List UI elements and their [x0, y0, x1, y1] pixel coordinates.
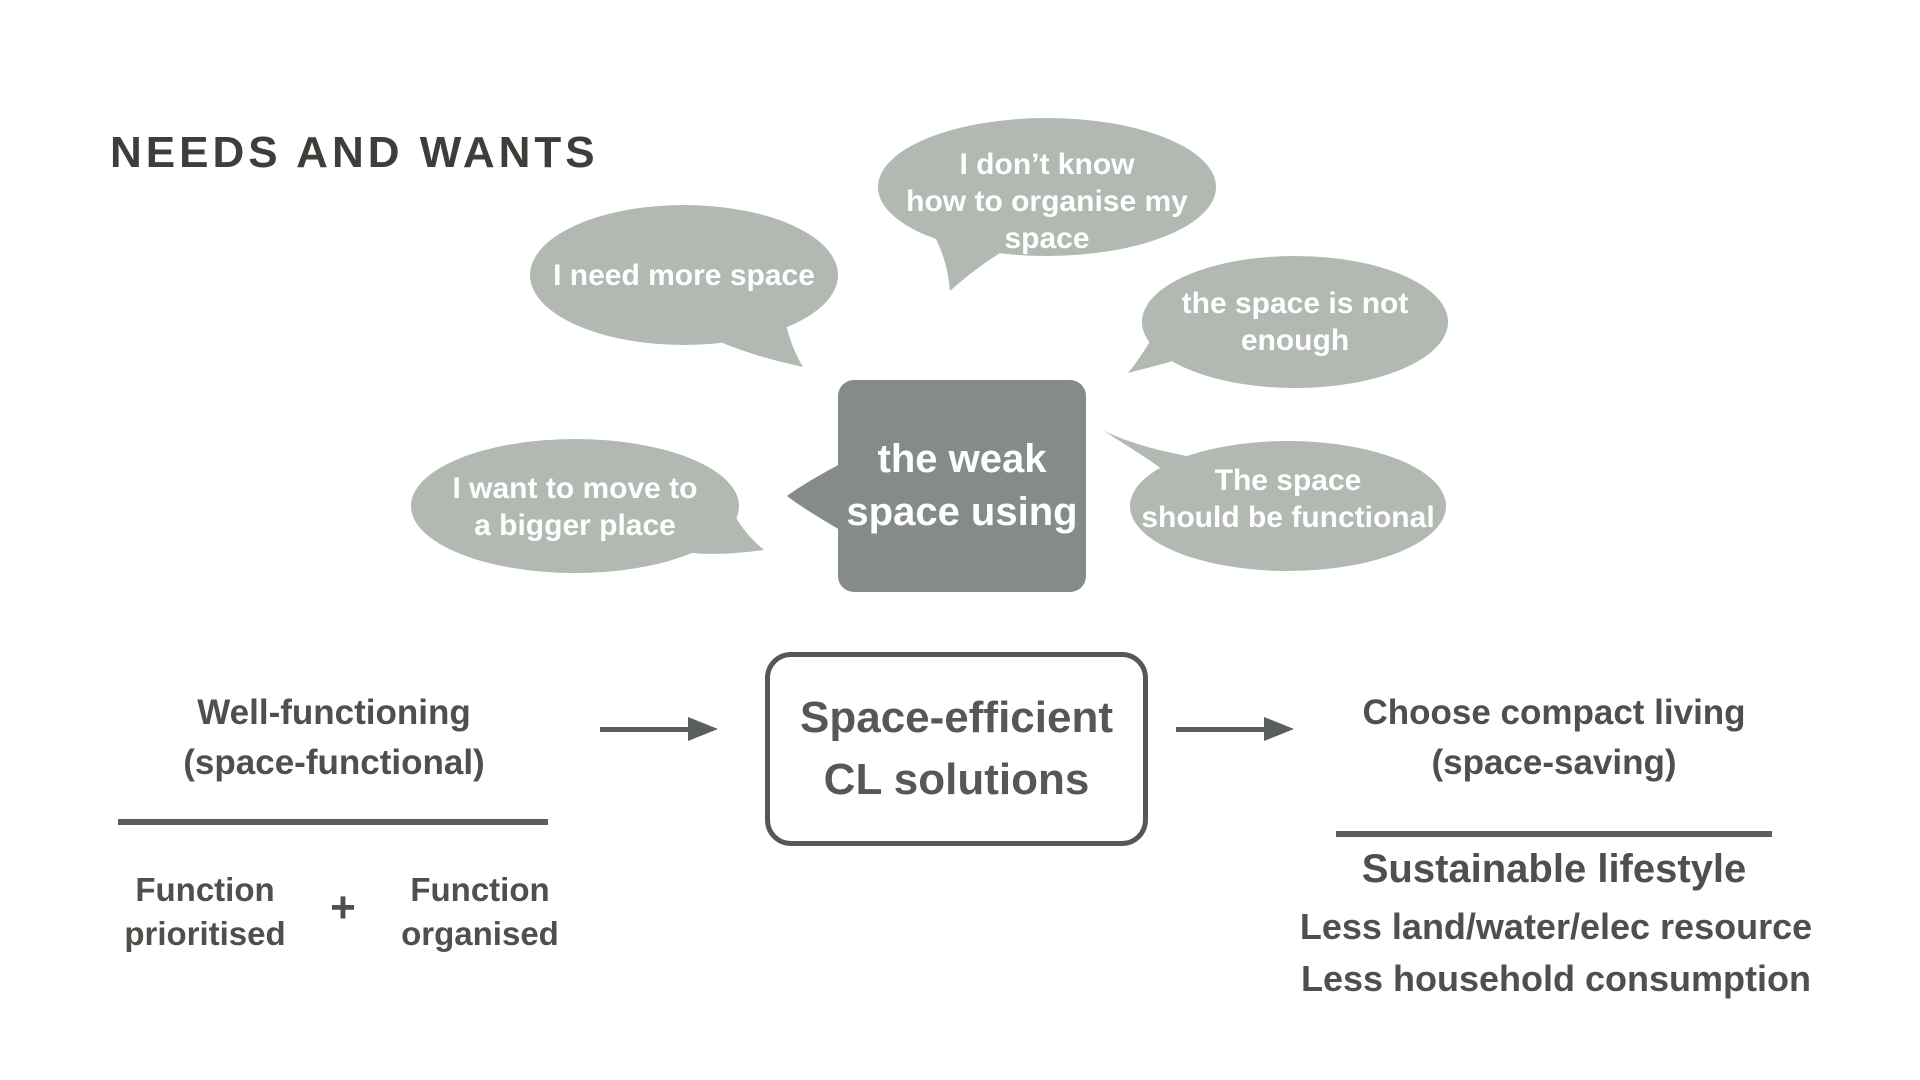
speech-bubble-shape-need-more-space: [530, 205, 838, 367]
sustainable-lifestyle-heading: Sustainable lifestyle: [1361, 847, 1747, 891]
function-prioritised-label: Function prioritised: [124, 871, 286, 952]
outcome-label: Choose compact living (space-saving): [1362, 693, 1746, 782]
weak-space-box: the weak space using: [838, 380, 1086, 592]
solution-box: Space-efficient CL solutions: [765, 652, 1148, 846]
arrow-line: [600, 727, 690, 732]
bubble-tail: [1102, 430, 1198, 477]
weak-space-box-label: the weak space using: [846, 437, 1078, 534]
function-organised-label: Function organised: [401, 871, 559, 952]
weak-space-box-tail: [787, 464, 840, 530]
plus-sign: +: [330, 883, 356, 932]
speech-bubble-shape-space-should-be-functional: [1102, 430, 1446, 571]
input-label: Well-functioning (space-functional): [183, 693, 485, 782]
page-title: NEEDS AND WANTS: [110, 128, 599, 177]
speech-bubble-text-need-more-space: I need more space: [553, 258, 815, 292]
bubble-ellipse: [411, 439, 739, 573]
arrow-head-icon: [1264, 717, 1294, 741]
arrow-line: [1176, 727, 1266, 732]
bubble-ellipse: [1130, 441, 1446, 571]
speech-bubble-text-space-should-be-functional: The space should be functional: [1141, 464, 1435, 534]
speech-bubble-text-move-to-bigger-place: I want to move to a bigger place: [452, 471, 698, 542]
speech-bubble-shape-dont-know-how-to-organise: [878, 118, 1216, 291]
bubble-ellipse: [530, 205, 838, 345]
bubble-tail: [700, 308, 803, 367]
outcome-underline: [1336, 831, 1772, 837]
benefit-resource: Less land/water/elec resource: [1299, 906, 1813, 947]
bubble-tail: [658, 501, 764, 554]
speech-bubble-shape-move-to-bigger-place: [411, 439, 764, 573]
bubble-tail: [1128, 288, 1237, 373]
bubble-ellipse: [1142, 256, 1448, 388]
bubble-ellipse: [878, 118, 1216, 256]
input-underline: [118, 819, 548, 825]
speech-bubble-text-dont-know-how-to-organise: I don’t know how to organise my space: [906, 147, 1188, 255]
arrow-head-icon: [688, 717, 718, 741]
bubble-tail: [933, 233, 1013, 291]
benefit-consumption: Less household consumption: [1300, 958, 1812, 999]
solution-box-label: Space-efficient CL solutions: [800, 693, 1113, 804]
speech-bubble-text-space-not-enough: the space is not enough: [1181, 287, 1409, 357]
speech-bubble-shape-space-not-enough: [1128, 256, 1448, 388]
